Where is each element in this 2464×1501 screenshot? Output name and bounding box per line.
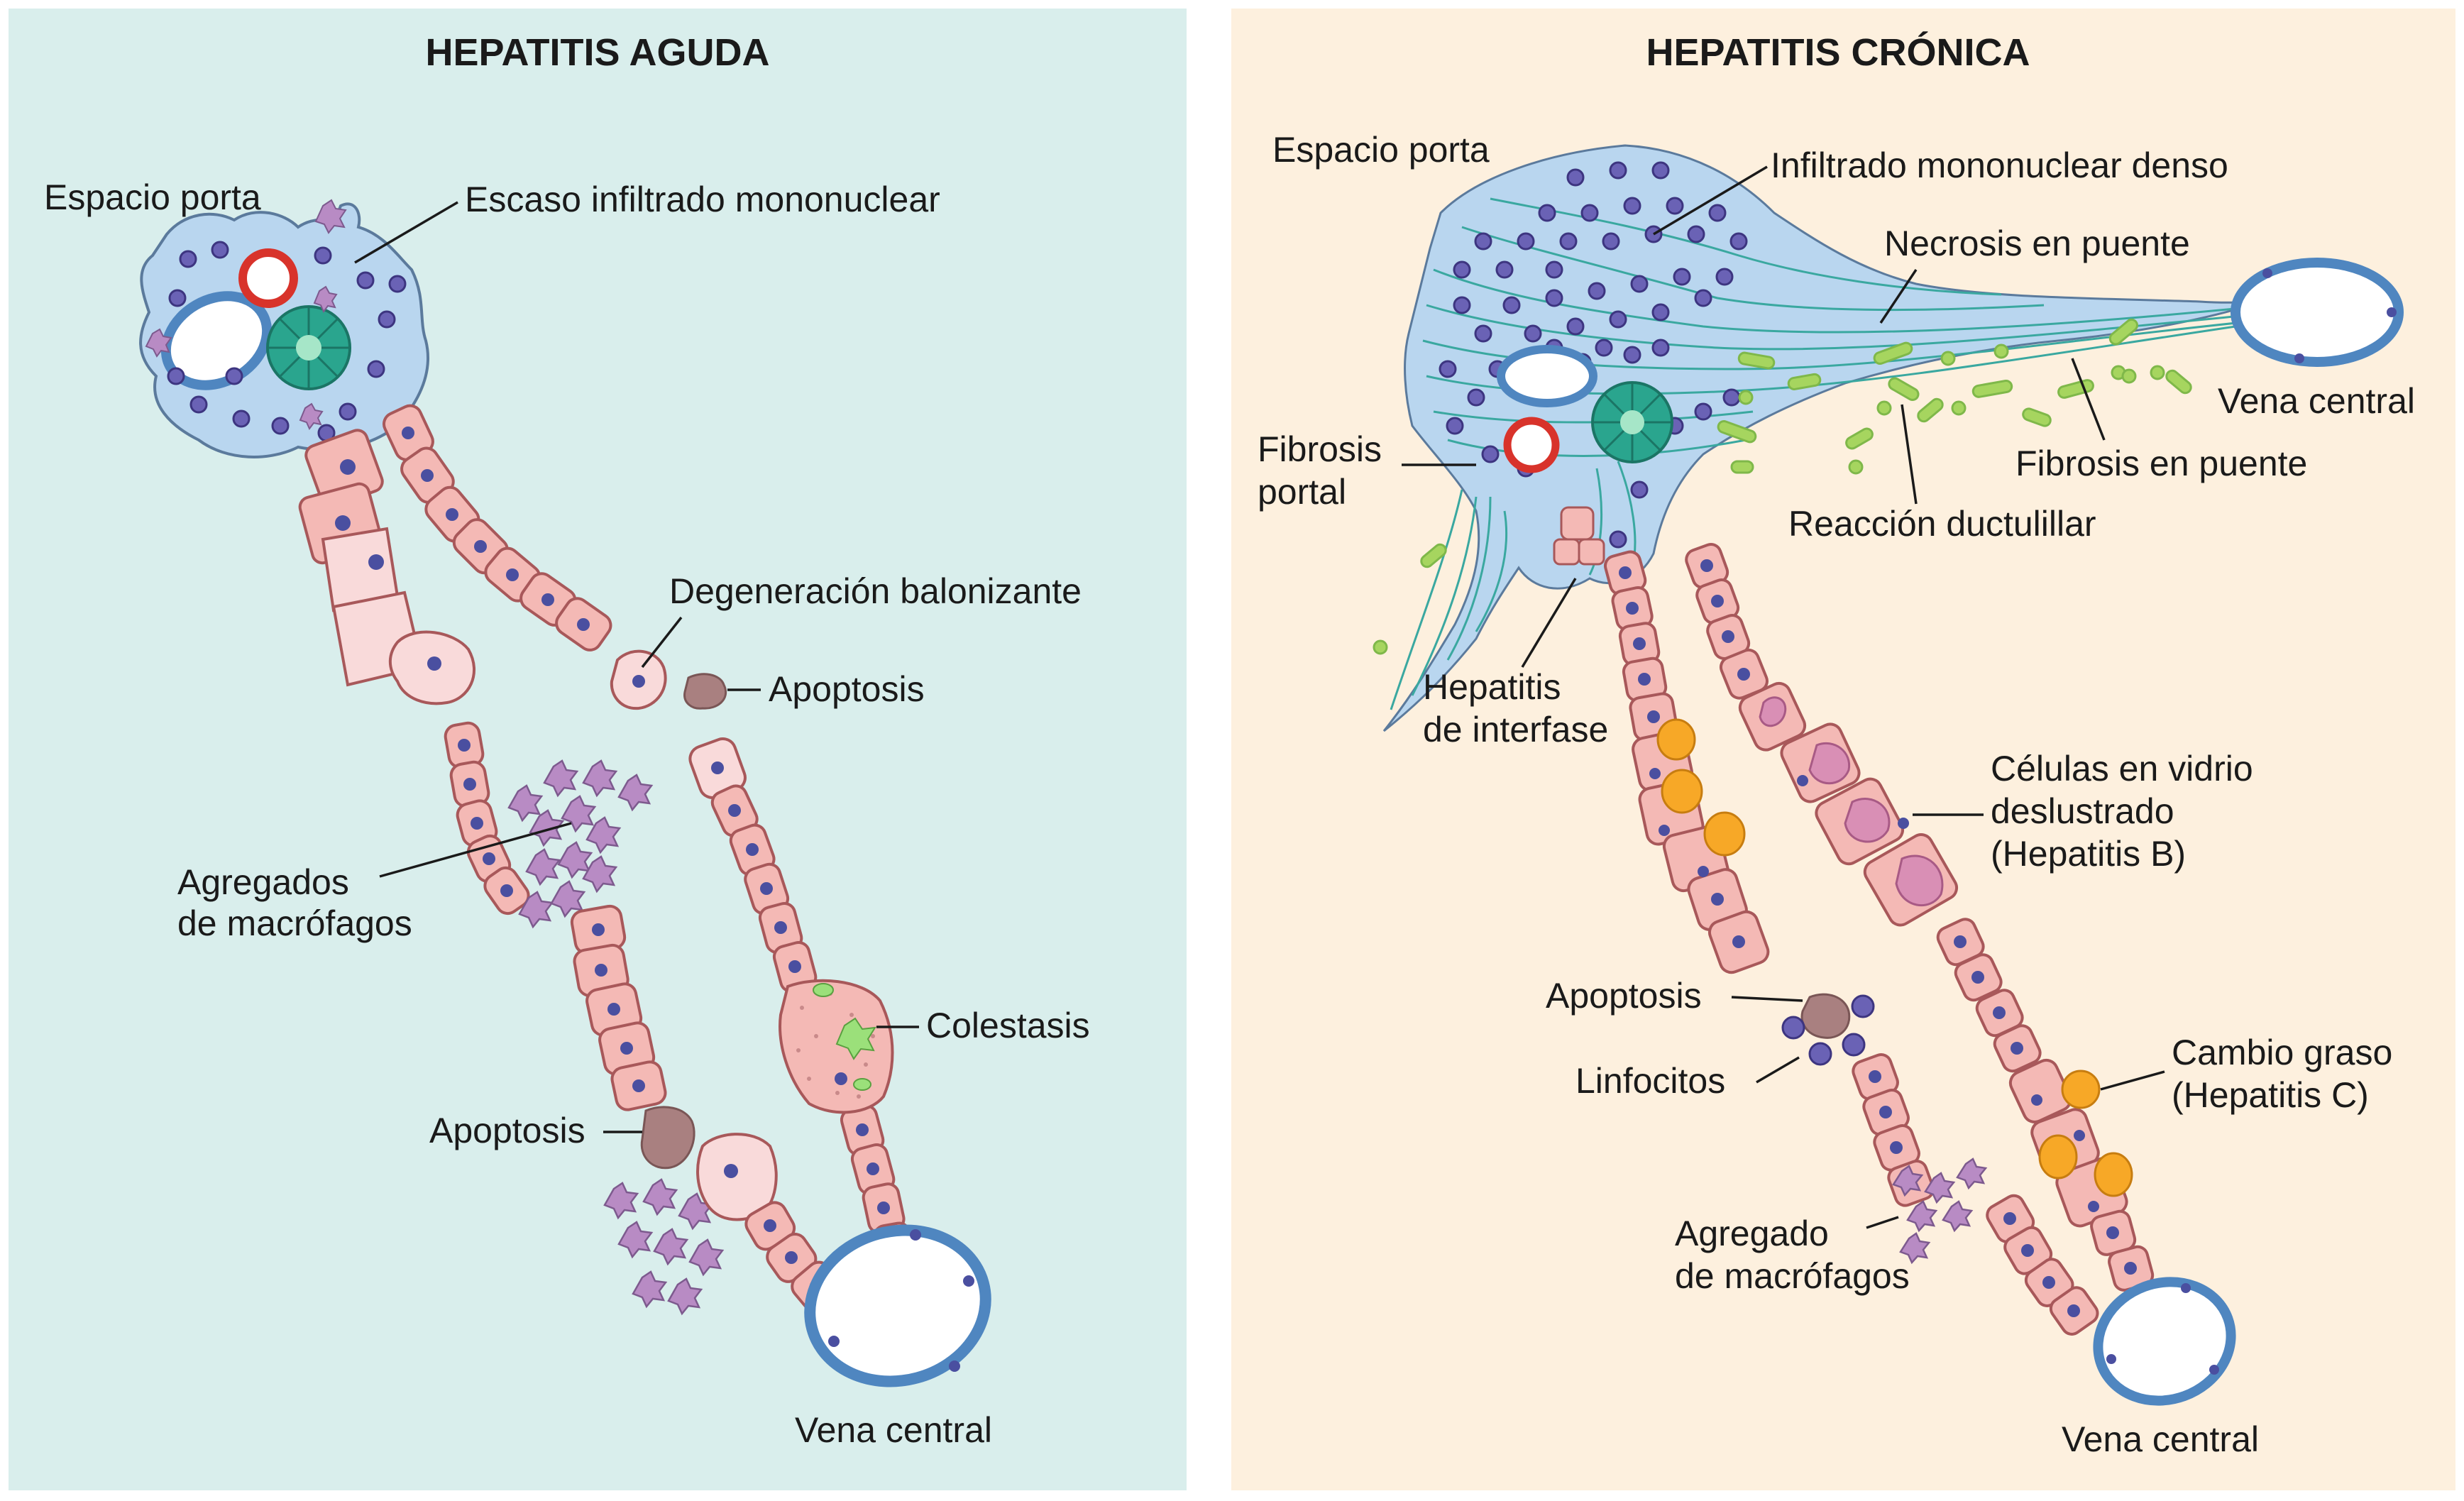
acute-label-macrophage-line2: de macrófagos: [177, 903, 412, 943]
acute-hepatic-artery: [238, 248, 298, 308]
chronic-label-ground-glass-line2: deslustrado: [1991, 791, 2174, 831]
acute-cholestasis-cells: [779, 979, 894, 1114]
chronic-label-interface-line2: de interfase: [1423, 710, 1608, 749]
chronic-hepatocyte-plate-vein: [1986, 1194, 2099, 1336]
chronic-label-portal-fibrosis-line2: portal: [1258, 472, 1346, 512]
chronic-hepatocyte-plate-groundglass: [1685, 543, 2155, 1292]
chronic-label-ground-glass-line1: Células en vidrio: [1991, 749, 2253, 788]
acute-hepatocyte-plate-5: [570, 904, 667, 1111]
chronic-label-macrophage-line2: de macrófagos: [1675, 1256, 1910, 1296]
chronic-label-central-vein-bottom: Vena central: [2062, 1419, 2259, 1459]
acute-macrophage-aggregate: [507, 759, 654, 929]
chronic-label-macrophage-line1: Agregado: [1675, 1214, 1829, 1253]
chronic-label-apoptosis: Apoptosis: [1546, 976, 1702, 1016]
chronic-label-ductular-reaction: Reacción ductulillar: [1788, 504, 2096, 544]
chronic-label-portal-fibrosis-line1: Fibrosis: [1258, 429, 1382, 469]
chronic-label-portal-space: Espacio porta: [1272, 130, 1490, 170]
acute-label-ballooning: Degeneración balonizante: [669, 571, 1082, 611]
chronic-label-bridging-necrosis: Necrosis en puente: [1884, 224, 2190, 263]
chronic-hepatitis-panel: HEPATITIS CRÓNICA: [1231, 9, 2455, 1490]
chronic-macrophage-aggregate: [1892, 1158, 1988, 1265]
chronic-portal-space: [1382, 144, 2328, 732]
acute-apoptotic-body-upper: [683, 673, 727, 710]
chronic-central-vein-top: [2231, 258, 2404, 367]
acute-label-central-vein: Vena central: [795, 1410, 992, 1450]
chronic-label-ground-glass-line3: (Hepatitis B): [1991, 834, 2186, 874]
acute-hepatitis-panel: HEPATITIS AGUDA: [9, 9, 1187, 1490]
chronic-label-dense-infiltrate: Infiltrado mononuclear denso: [1771, 145, 2228, 185]
chronic-panel-title: HEPATITIS CRÓNICA: [1646, 31, 2030, 74]
chronic-central-vein-bottom: [2093, 1277, 2236, 1406]
acute-label-apoptosis-upper: Apoptosis: [769, 669, 925, 709]
acute-hepatocyte-plate-4: [444, 721, 530, 916]
chronic-label-fatty-line1: Cambio graso: [2172, 1033, 2392, 1072]
chronic-portal-vein: [1497, 345, 1597, 407]
acute-macrophage-aggregate-lower: [603, 1178, 725, 1316]
chronic-label-central-vein-top: Vena central: [2218, 381, 2415, 421]
acute-label-portal-space: Espacio porta: [44, 177, 261, 217]
acute-ballooned-hepatocyte-isolated: [388, 630, 476, 705]
acute-label-apoptosis-lower: Apoptosis: [429, 1111, 585, 1150]
acute-portal-space: [139, 199, 429, 458]
chronic-label-fatty-line2: (Hepatitis C): [2172, 1075, 2369, 1115]
chronic-ductular-reaction: [1373, 318, 2192, 655]
chronic-hepatocyte-plate-fatty: [1604, 550, 1770, 974]
acute-label-macrophage-line1: Agregados: [177, 862, 349, 902]
chronic-hepatic-artery: [1503, 417, 1560, 473]
chronic-label-bridging-fibrosis: Fibrosis en puente: [2015, 444, 2307, 483]
chronic-hepatocyte-plate-lower: [1852, 1052, 1935, 1207]
acute-apoptotic-body-lower: [640, 1106, 695, 1170]
chronic-label-interface-line1: Hepatitis: [1423, 667, 1561, 707]
acute-panel-title: HEPATITIS AGUDA: [426, 31, 770, 74]
acute-label-scant-infiltrate: Escaso infiltrado mononuclear: [465, 180, 940, 219]
acute-hepatocyte-plate-2: [383, 404, 667, 710]
chronic-label-lymphocytes: Linfocitos: [1575, 1061, 1725, 1101]
acute-hepatocyte-plate-3: [688, 737, 915, 1273]
acute-central-vein: [804, 1224, 991, 1387]
chronic-apoptosis-lymphocytes: [1781, 993, 1875, 1066]
acute-label-cholestasis: Colestasis: [926, 1006, 1090, 1045]
acute-bile-duct: [266, 305, 351, 390]
chronic-bile-duct: [1591, 381, 1673, 463]
